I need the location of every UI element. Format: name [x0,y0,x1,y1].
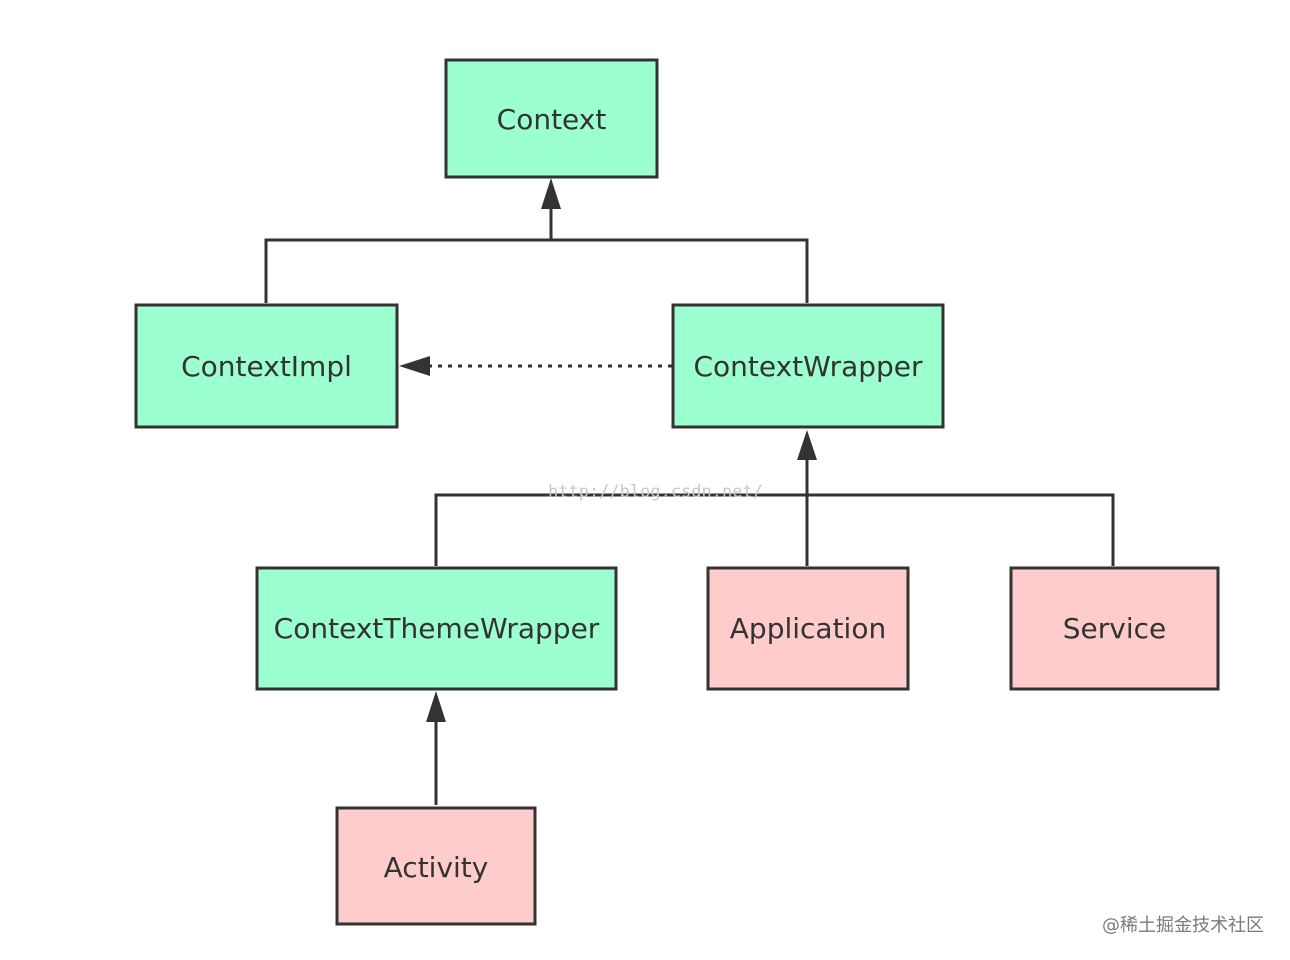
node-label: Context [497,103,607,136]
node-label: Application [730,612,886,645]
arrowhead-contextthemewrapper [426,691,446,722]
node-label: Activity [384,851,489,884]
arrowheads [399,178,817,722]
edge-contextimpl-to-context [264,205,553,303]
edge-contextthemewrapper-to-contextwrapper [434,493,807,566]
edge-service-to-contextwrapper [807,493,1115,566]
node-box [706,566,910,691]
node-box [1009,566,1220,691]
arrowhead-contextwrapper [797,430,817,460]
node-application: Application [706,566,910,691]
arrowhead-context [541,178,561,209]
connectors [264,205,1115,805]
node-service: Service [1009,566,1220,691]
node-contextthemewrapper: ContextThemeWrapper [255,566,618,691]
corner-watermark: @稀土掘金技术社区 [1102,915,1264,936]
node-contextimpl: ContextImpl [134,303,399,429]
node-label: ContextWrapper [693,350,923,383]
node-context: Context [444,58,659,179]
node-box [671,303,945,429]
watermark: http://blog.csdn.net/ [548,482,763,502]
node-label: ContextImpl [181,350,352,383]
node-contextwrapper: ContextWrapper [671,303,945,429]
node-label: ContextThemeWrapper [274,612,600,645]
node-box [134,303,399,429]
node-box [335,806,537,926]
node-label: Service [1063,612,1166,645]
arrowhead-contextimpl [399,356,430,376]
edge-contextwrapper-to-context [551,238,809,303]
node-box [444,58,659,179]
node-activity: Activity [335,806,537,926]
node-box [255,566,618,691]
